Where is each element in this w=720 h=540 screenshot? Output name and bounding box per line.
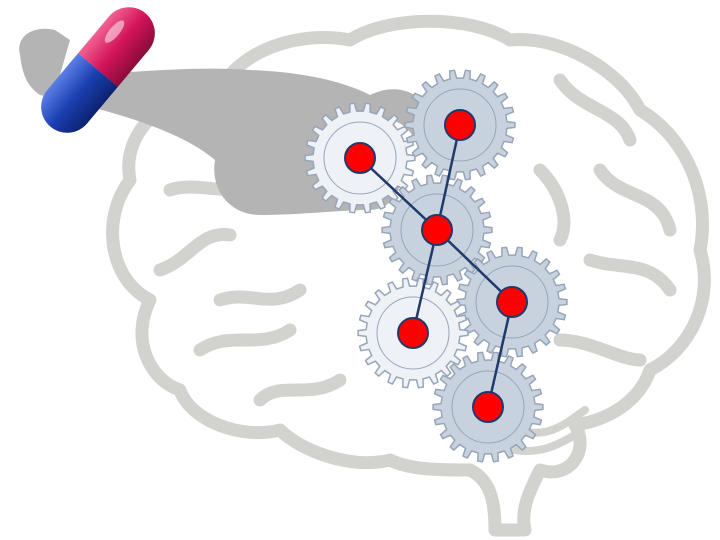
pill-capsule-icon [41,7,155,133]
connector-line [436,229,513,303]
gear-inner-ring [475,265,549,339]
red-node [421,214,453,246]
connector-line [359,157,438,231]
red-node [444,109,476,141]
gear-network [304,69,568,463]
gear-inner-ring [451,370,525,444]
connector-line [411,229,439,334]
gear-inner-ring [400,193,474,267]
gear-inner-ring [323,121,397,195]
brain-icon [106,14,711,537]
connector-line [486,301,514,408]
gear-inner-ring [423,88,497,162]
connector-line [435,124,462,231]
red-node [472,391,504,423]
red-node [397,317,429,349]
red-node [496,286,528,318]
red-node [344,142,376,174]
gear-inner-ring [376,296,450,370]
